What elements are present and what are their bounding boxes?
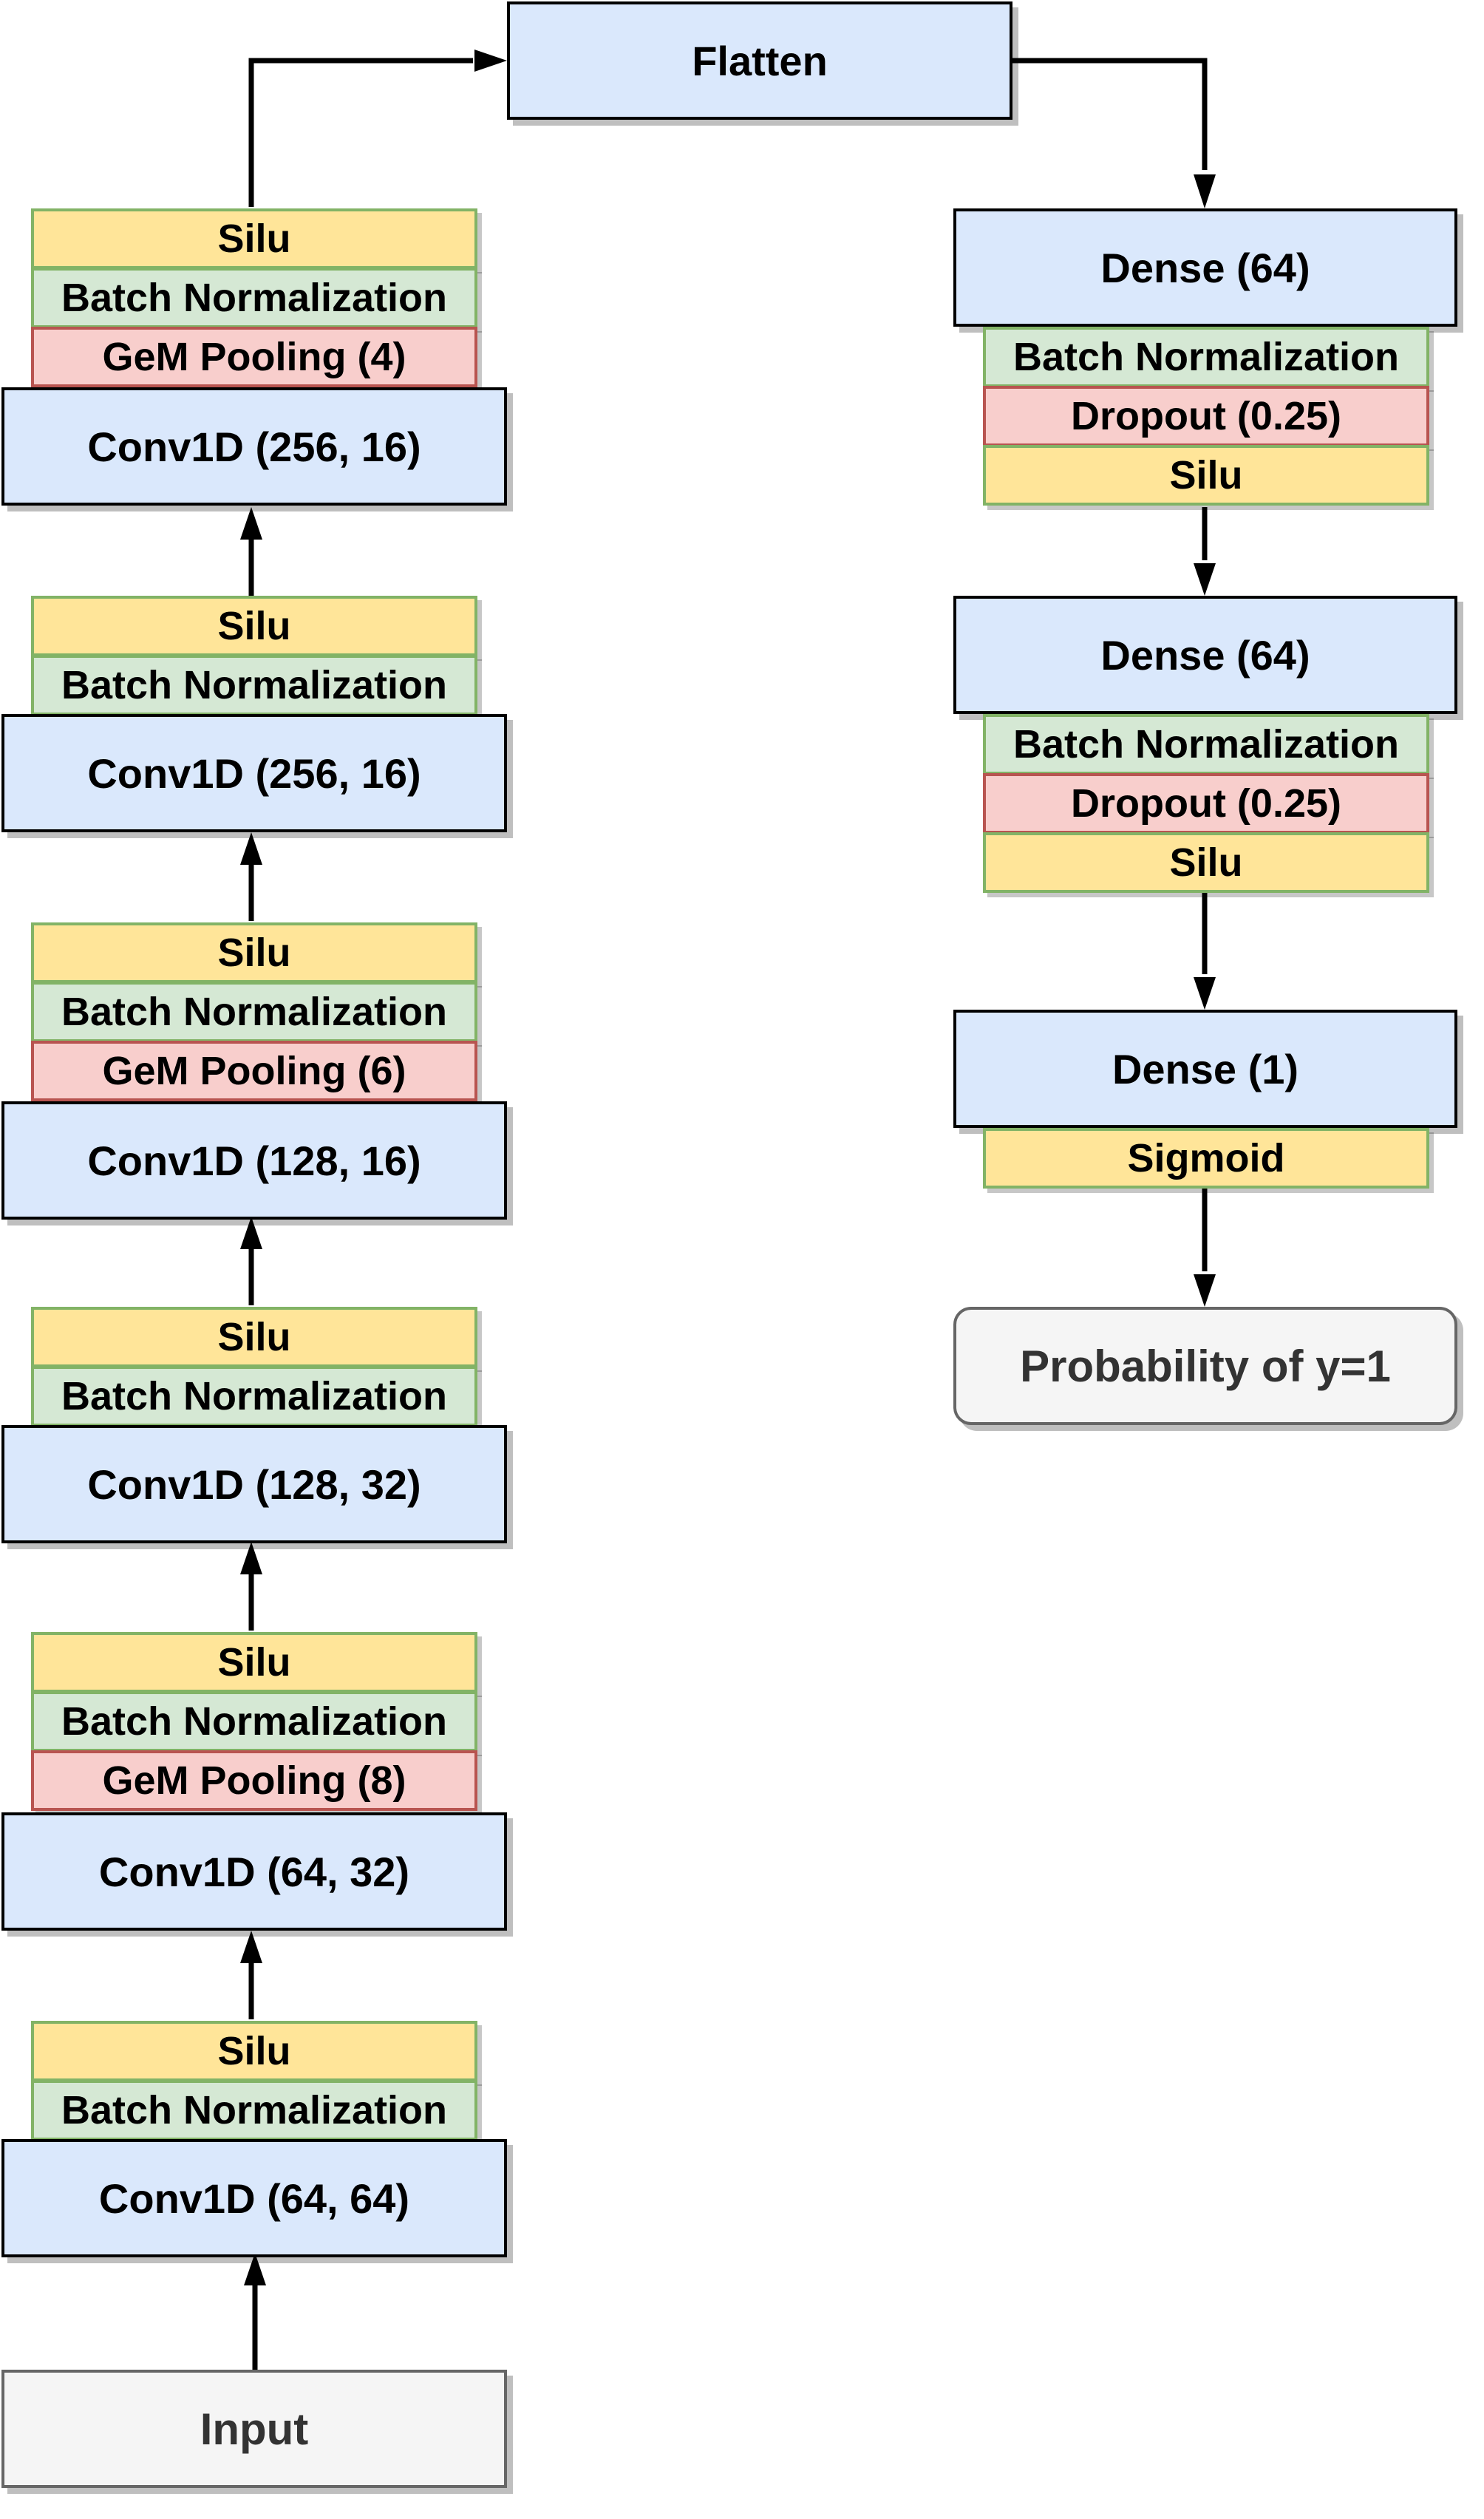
arrowhead [1194, 1274, 1216, 1307]
arrowhead [244, 2253, 266, 2285]
arrowhead [240, 1542, 262, 1574]
dense-layer: Dense (64) [953, 596, 1457, 714]
arrowhead [1194, 563, 1216, 596]
output-node: Probability of y=1 [953, 1307, 1457, 1425]
gem-pooling: GeM Pooling (8) [31, 1750, 477, 1811]
activation-silu: Silu [31, 208, 477, 269]
batch-normalization: Batch Normalization [31, 268, 477, 328]
input-node: Input [1, 2370, 507, 2488]
arrowhead [240, 507, 262, 540]
conv1d-layer: Conv1D (128, 32) [1, 1425, 507, 1543]
arrowhead [240, 1217, 262, 1249]
batch-normalization: Batch Normalization [31, 2080, 477, 2141]
activation-silu: Silu [31, 922, 477, 983]
batch-normalization: Batch Normalization [31, 982, 477, 1042]
activation-silu: Silu [983, 832, 1429, 893]
arrowhead [240, 1931, 262, 1963]
arrowhead [240, 832, 262, 865]
dropout-layer: Dropout (0.25) [983, 386, 1429, 446]
batch-normalization: Batch Normalization [983, 714, 1429, 775]
conv1d-layer: Conv1D (256, 16) [1, 714, 507, 832]
arrow-conv6-to-flatten [248, 58, 473, 207]
gem-pooling: GeM Pooling (4) [31, 327, 477, 387]
batch-normalization: Batch Normalization [31, 1366, 477, 1427]
dense-layer: Dense (64) [953, 208, 1457, 327]
arrowhead [1194, 977, 1216, 1010]
activation-silu: Silu [31, 596, 477, 656]
arrow-flatten-to-dense1 [1012, 58, 1208, 170]
batch-normalization: Batch Normalization [31, 1691, 477, 1752]
conv1d-layer: Conv1D (64, 32) [1, 1812, 507, 1931]
activation-sigmoid: Sigmoid [983, 1128, 1429, 1189]
activation-silu: Silu [983, 445, 1429, 506]
activation-silu: Silu [31, 1632, 477, 1693]
arrowhead [1194, 174, 1216, 208]
arrowhead [474, 50, 507, 72]
activation-silu: Silu [31, 2021, 477, 2081]
conv1d-layer: Conv1D (64, 64) [1, 2139, 507, 2257]
activation-silu: Silu [31, 1307, 477, 1367]
conv1d-layer: Conv1D (128, 16) [1, 1101, 507, 1220]
dense-output-layer: Dense (1) [953, 1010, 1457, 1128]
conv1d-layer: Conv1D (256, 16) [1, 387, 507, 506]
dropout-layer: Dropout (0.25) [983, 773, 1429, 834]
batch-normalization: Batch Normalization [983, 327, 1429, 387]
gem-pooling: GeM Pooling (6) [31, 1041, 477, 1101]
batch-normalization: Batch Normalization [31, 655, 477, 715]
flatten-layer: Flatten [507, 1, 1012, 120]
